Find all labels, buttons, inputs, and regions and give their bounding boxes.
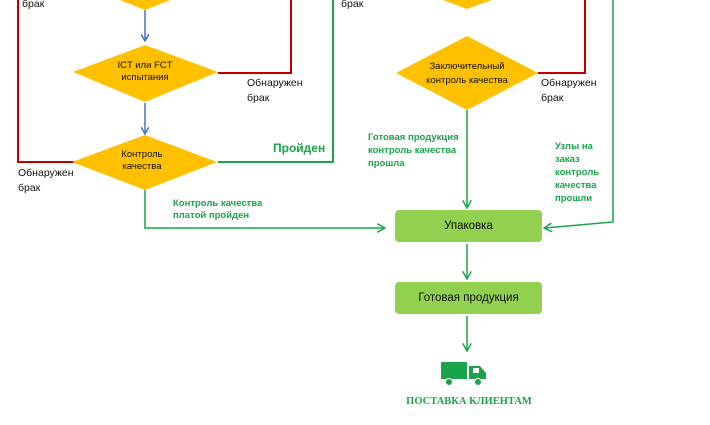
diamond-top-right-partial: [443, 0, 492, 9]
defect-ict-line2: брак: [247, 92, 270, 104]
defect-top-right-line1: брак: [341, 0, 364, 10]
custom-nodes-line5: прошли: [555, 193, 593, 204]
diamond-ict-label: ICT или FCT испытания: [117, 60, 172, 84]
finished-qc-label: Готовая продукция контроль качества прош…: [368, 131, 459, 170]
defect-loop-ict: [218, 0, 292, 74]
board-qc-line1: Контроль качества: [173, 198, 263, 209]
packaging-box: Упаковка: [395, 210, 542, 242]
defect-loop-final: [538, 0, 586, 74]
custom-nodes-label: Узлы на заказ контроль качества прошли: [555, 140, 599, 205]
qc-label-line2: качества: [122, 161, 162, 172]
defect-label-ict: Обнаружен брак: [247, 76, 303, 106]
defect-label-qc: Обнаружен брак: [18, 166, 74, 196]
defect-loop-outer-left: [17, 0, 75, 163]
defect-ict-line1: Обнаружен: [247, 77, 303, 89]
pass-line-qc: [218, 0, 334, 163]
diamond-ict-fct: [73, 45, 218, 102]
custom-nodes-line2: заказ: [555, 154, 580, 165]
diamond-quality-control: [72, 135, 217, 190]
truck-icon: [441, 362, 486, 386]
ict-label-line2: испытания: [121, 72, 169, 83]
delivery-label: ПОСТАВКА КЛИЕНТАМ: [406, 395, 595, 408]
defect-label-top-right: брак: [341, 0, 363, 11]
finished-qc-line2: контроль качества: [368, 145, 457, 156]
final-label-line1: Заключительный: [429, 61, 505, 72]
board-qc-label: Контроль качества платой пройден: [173, 198, 262, 222]
finished-qc-line3: прошла: [368, 158, 405, 169]
diamond-final-control: [396, 36, 538, 110]
defect-top-left-line1: брак: [22, 0, 45, 10]
finished-product-box: Готовая продукция: [395, 282, 542, 314]
pass-line-board: [144, 190, 384, 228]
defect-final-line1: Обнаружен: [541, 77, 597, 89]
custom-nodes-line1: Узлы на: [555, 141, 593, 152]
diamond-qc-label: Контроль качества: [121, 149, 162, 173]
board-qc-line2: платой пройден: [173, 210, 250, 221]
defect-final-line2: брак: [541, 92, 564, 104]
final-label-line2: контроль качества: [426, 75, 508, 86]
custom-nodes-line4: качества: [555, 180, 597, 191]
defect-label-top-left: брак: [22, 0, 44, 11]
passed-label: Пройден: [273, 141, 326, 155]
defect-qc-line1: Обнаружен: [18, 167, 74, 179]
defect-qc-line2: брак: [18, 182, 41, 194]
delivery-label-text: ПОСТАВКА КЛИЕНТАМ: [406, 396, 532, 407]
finished-qc-line1: Готовая продукция: [368, 132, 459, 143]
custom-nodes-line3: контроль: [555, 167, 600, 178]
pass-line-custom-nodes: [545, 0, 614, 228]
diamond-top-left-partial: [120, 0, 170, 10]
diamond-final-label: Заключительный контроль качества: [426, 60, 508, 88]
qc-label-line1: Контроль: [121, 149, 163, 160]
defect-label-final: Обнаружен брак: [541, 76, 597, 106]
ict-label-line1: ICT или FCT: [117, 60, 173, 71]
